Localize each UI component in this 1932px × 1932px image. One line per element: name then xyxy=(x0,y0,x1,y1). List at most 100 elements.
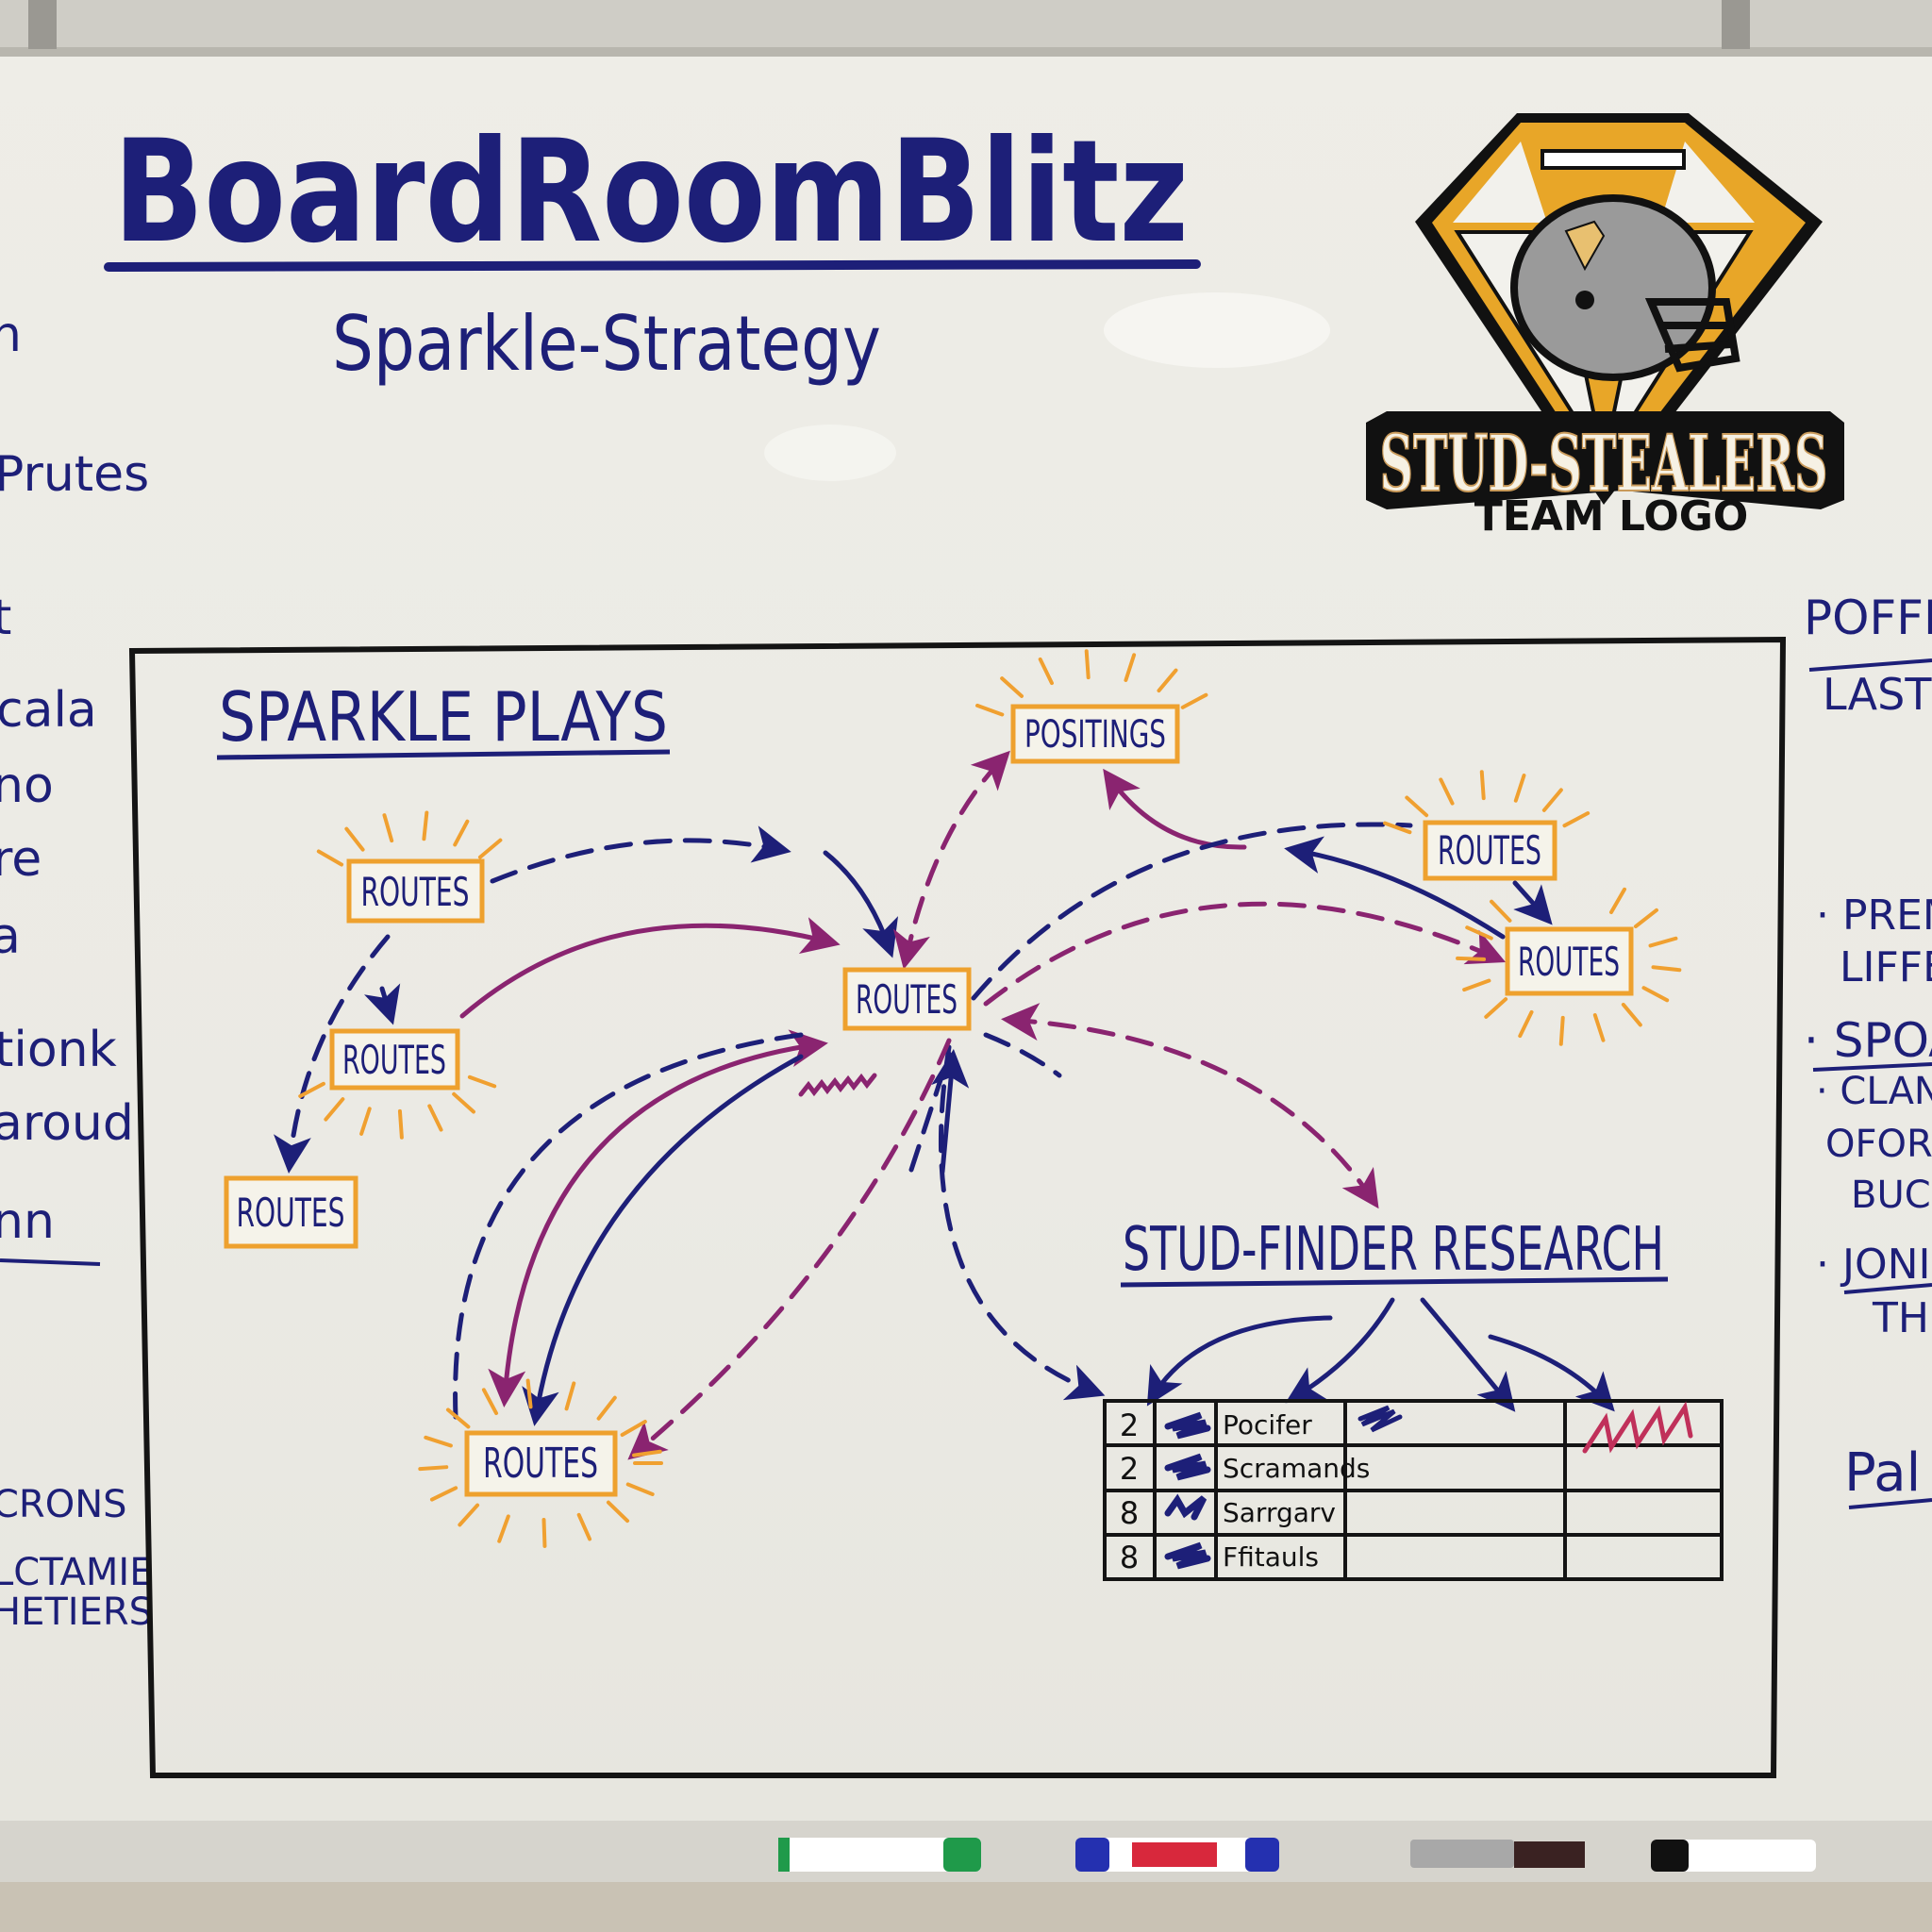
heading-underline xyxy=(216,749,671,760)
glare xyxy=(1104,292,1330,368)
left-note: aroud xyxy=(0,1095,134,1152)
table-row: 8 Ffitauls xyxy=(1120,1540,1319,1575)
sparkle-ray xyxy=(458,1503,480,1527)
left-note: re xyxy=(0,831,42,888)
sparkle-ray xyxy=(427,1104,443,1132)
eraser[interactable] xyxy=(1410,1840,1585,1868)
arrow xyxy=(1284,836,1506,940)
table-row: 2 Pocifer xyxy=(1120,1407,1312,1443)
sparkle-ray xyxy=(344,826,365,852)
table-scribbles xyxy=(1164,1401,1693,1570)
rail-clip-left xyxy=(28,0,57,49)
left-margin-notes: n Prutes t cala no re a tionk aroud nn C… xyxy=(0,307,154,1634)
sparkle-ray xyxy=(1465,925,1493,941)
sparkle-ray xyxy=(1456,956,1487,961)
red-marker[interactable] xyxy=(1075,1838,1279,1872)
sparkle-ray xyxy=(1651,965,1682,973)
box-label: POSITINGS xyxy=(1024,713,1166,757)
sparkle-ray xyxy=(1518,1009,1534,1039)
play-box-routes-low-left: ROUTES xyxy=(224,1175,358,1249)
arrow xyxy=(490,825,791,884)
sparkle-ray xyxy=(632,1449,662,1457)
right-note: BUCR xyxy=(1851,1174,1932,1217)
box-label: ROUTES xyxy=(237,1190,345,1236)
sparkle-ray xyxy=(1513,774,1526,803)
sparkle-ray xyxy=(1592,1013,1606,1042)
right-note: · CLANT xyxy=(1816,1070,1932,1113)
sparkle-ray xyxy=(1484,997,1508,1019)
row-number: 8 xyxy=(1120,1495,1139,1531)
sparkle-ray xyxy=(975,703,1005,717)
sparkle-rays xyxy=(298,649,1682,1548)
arrow xyxy=(1103,768,1247,850)
arrow xyxy=(983,901,1507,1007)
left-note: nn xyxy=(0,1193,55,1250)
sparkle-plays-heading: SPARKLE PLAYS xyxy=(219,677,668,757)
sparkle-ray xyxy=(481,1388,499,1416)
green-marker[interactable] xyxy=(778,1838,981,1872)
arrow xyxy=(1285,1297,1395,1404)
arrow xyxy=(1001,1003,1379,1209)
board-title: BoardRoomBlitz xyxy=(113,110,1189,275)
sparkle-ray xyxy=(316,849,344,867)
sparkle-ray xyxy=(1490,899,1512,923)
left-note: a xyxy=(0,908,21,965)
sparkle-ray xyxy=(525,1378,533,1409)
rail-edge xyxy=(0,47,1932,57)
sparkle-ray xyxy=(445,1407,471,1429)
sparkle-ray xyxy=(1439,777,1455,806)
row-name: Pocifer xyxy=(1223,1409,1312,1441)
sparkle-ray xyxy=(397,1108,404,1140)
sparkle-ray xyxy=(1405,795,1429,818)
team-logo: STUD-STEALERS TEAM LOGO xyxy=(1366,113,1844,541)
rail-clip-right xyxy=(1722,0,1750,49)
play-box-routes-bottom: ROUTES xyxy=(464,1430,618,1497)
left-note: Prutes xyxy=(0,446,149,503)
left-note: cala xyxy=(0,682,97,739)
sparkle-ray xyxy=(1383,821,1412,835)
arrow xyxy=(459,917,841,1019)
arrow xyxy=(273,934,391,1174)
top-rail xyxy=(0,0,1932,55)
arrow xyxy=(488,1029,828,1407)
sparkle-ray xyxy=(1000,676,1024,698)
sparkle-ray xyxy=(1038,657,1054,686)
sparkle-ray xyxy=(1633,908,1658,929)
arrow xyxy=(1420,1297,1516,1412)
right-note: · PREM xyxy=(1816,891,1932,940)
right-note: Pal xyxy=(1844,1442,1921,1504)
sparkle-ray xyxy=(541,1517,547,1548)
play-box-routes-mid-left: ROUTES xyxy=(329,1028,460,1091)
play-box-routes-top-left: ROUTES xyxy=(346,858,485,924)
sparkle-ray xyxy=(453,819,470,847)
right-note: · JONI xyxy=(1816,1241,1930,1289)
sparkle-ray xyxy=(497,1514,510,1543)
arrow xyxy=(1488,1334,1615,1412)
box-label: ROUTES xyxy=(1438,827,1541,874)
box-label: ROUTES xyxy=(361,869,470,915)
marker-tray xyxy=(0,1821,1932,1932)
black-marker[interactable] xyxy=(1651,1840,1816,1872)
sparkle-ray xyxy=(1641,986,1670,1003)
sparkle-ray xyxy=(1621,1002,1642,1027)
sparkle-ray xyxy=(576,1512,592,1541)
right-margin-notes: POFFI LAST · PREM LIFFE · SPOAI · CLANT … xyxy=(1804,591,1932,1509)
arrow xyxy=(627,1038,952,1460)
box-label: ROUTES xyxy=(342,1037,446,1083)
box-label: ROUTES xyxy=(1518,939,1620,985)
left-note: no xyxy=(0,758,54,814)
sparkle-ray xyxy=(1609,887,1626,915)
sparkle-ray xyxy=(1124,653,1137,682)
sparkle-ray xyxy=(298,1081,325,1098)
right-note: THE xyxy=(1872,1294,1932,1342)
left-note: HETIERS xyxy=(0,1591,153,1634)
sparkle-ray xyxy=(1180,692,1208,709)
sparkle-ray xyxy=(359,1107,372,1136)
right-note: OFORK xyxy=(1825,1123,1932,1166)
research-table xyxy=(1103,1399,1724,1581)
squiggle xyxy=(798,1073,877,1097)
row-number: 2 xyxy=(1120,1407,1139,1443)
right-note: LIFFE xyxy=(1840,943,1932,991)
